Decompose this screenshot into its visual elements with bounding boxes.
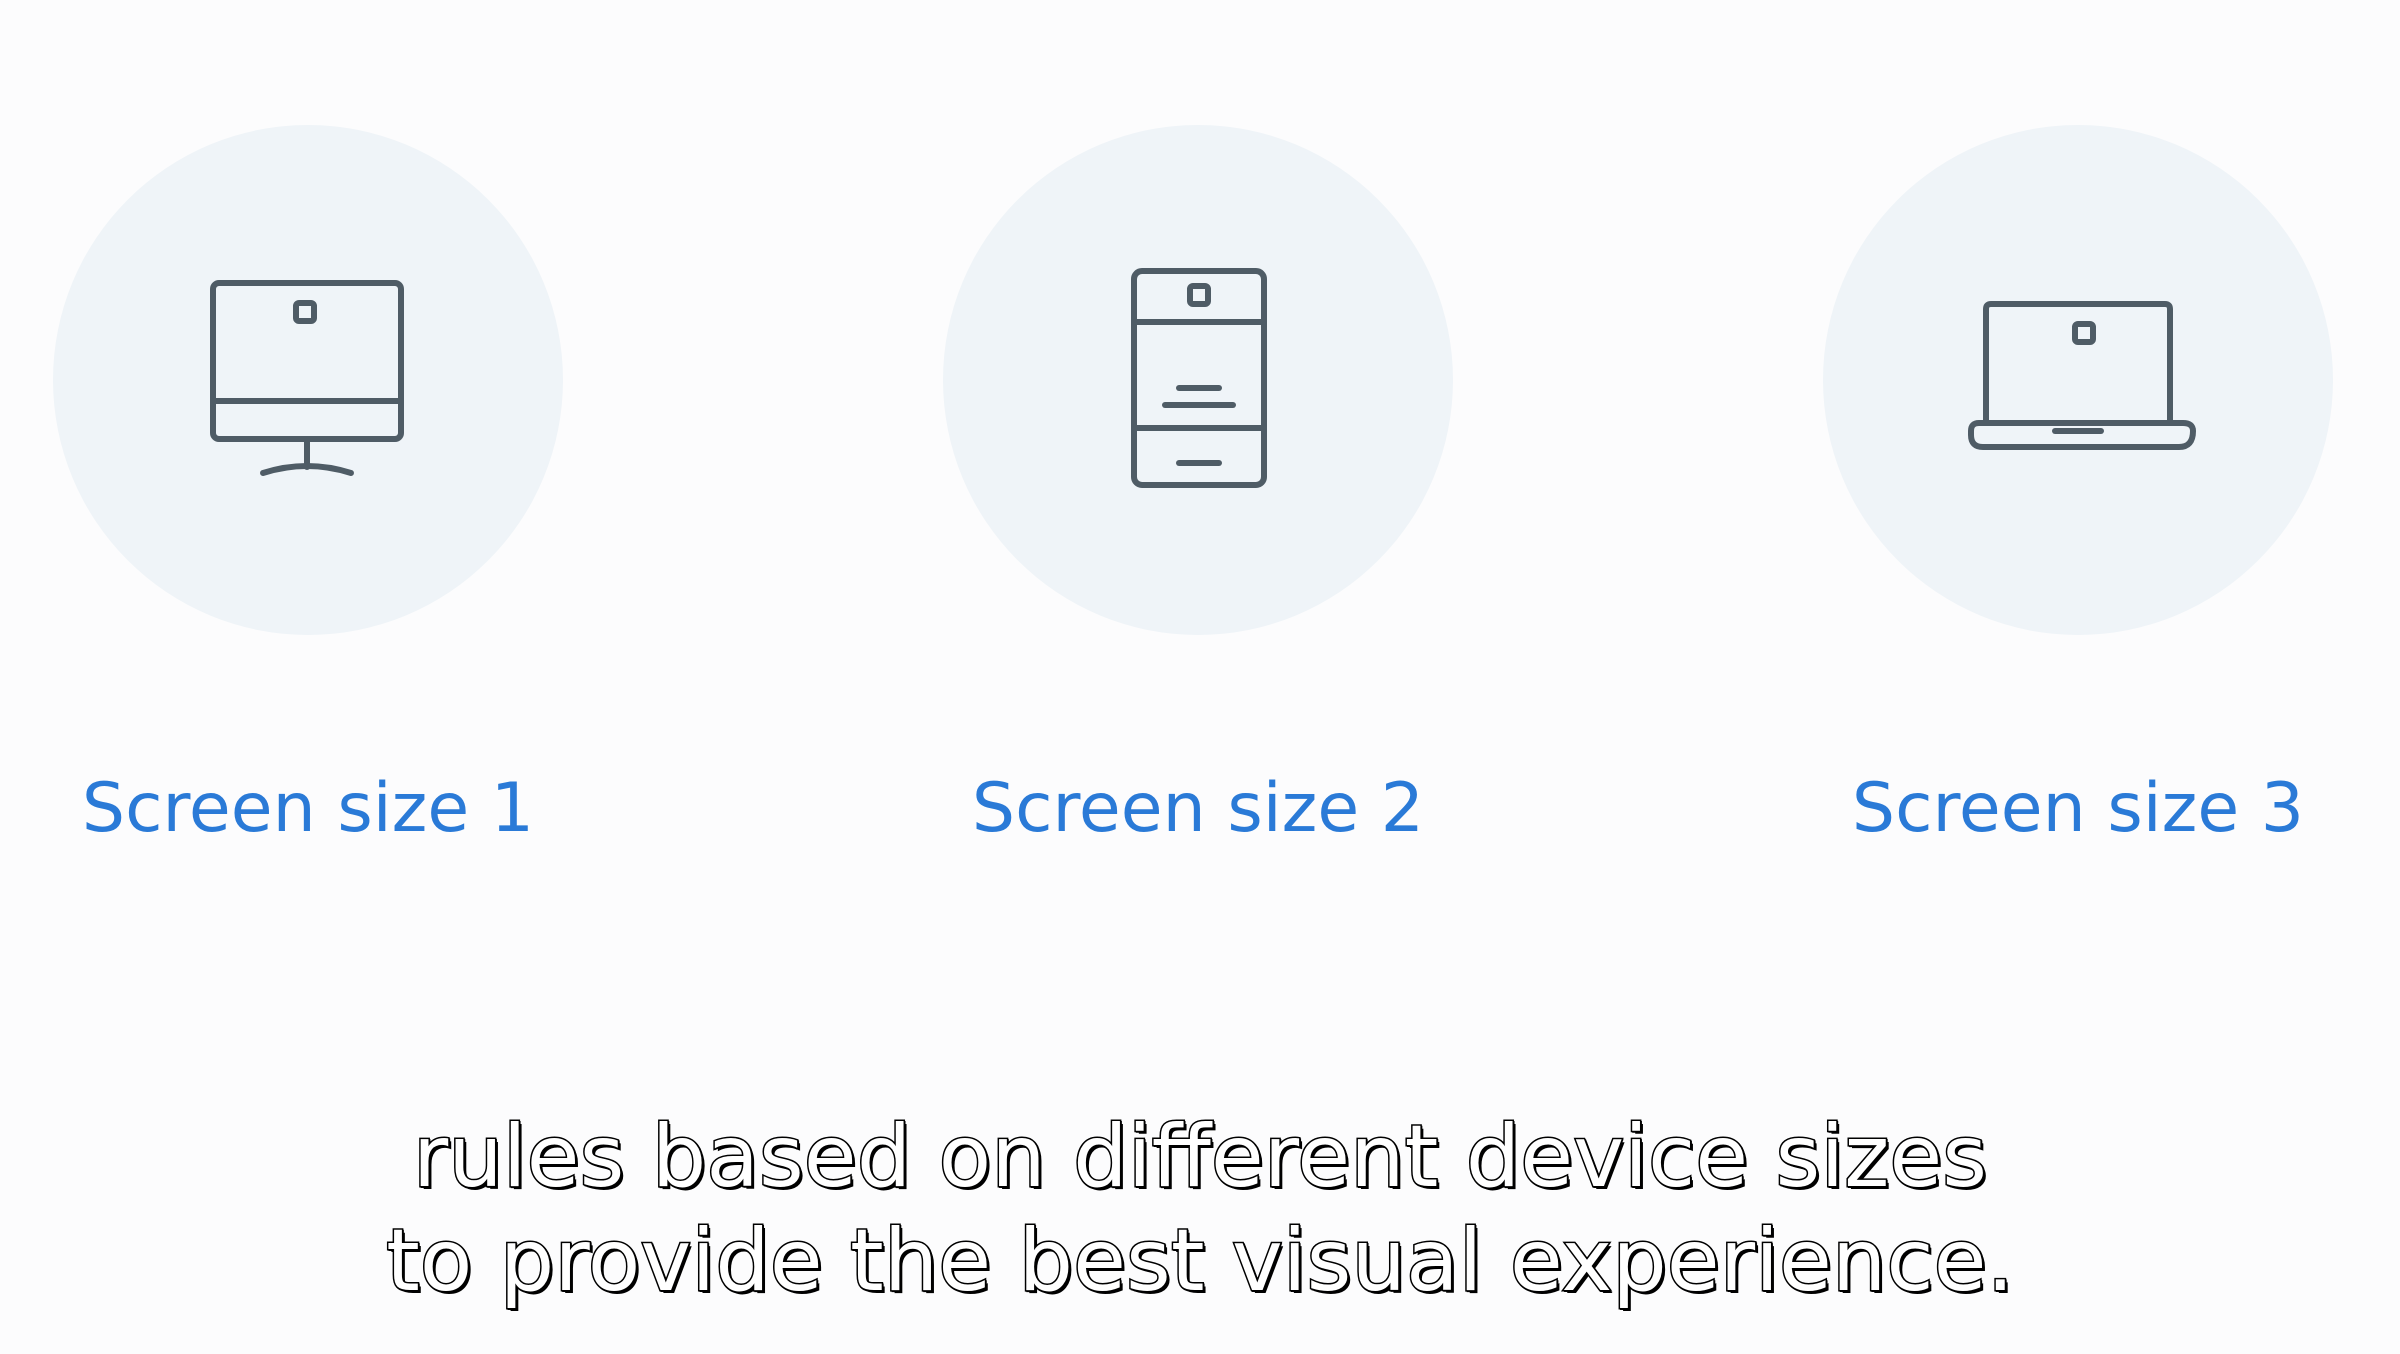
screen-size-2-label: Screen size 2 <box>971 769 1425 848</box>
laptop-icon <box>1968 301 2196 450</box>
device-card-2 <box>943 125 1453 635</box>
subtitle-caption: rules based on different device sizes to… <box>0 1105 2400 1313</box>
caption-line-1: rules based on different device sizes <box>411 1106 1988 1209</box>
tablet-icon <box>1131 268 1267 488</box>
device-circle <box>943 125 1453 635</box>
screen-size-1-label: Screen size 1 <box>81 769 535 848</box>
screen-size-3-label: Screen size 3 <box>1851 769 2305 848</box>
caption-line-2: to provide the best visual experience. <box>385 1210 2016 1313</box>
device-circle <box>1823 125 2333 635</box>
device-circle <box>53 125 563 635</box>
desktop-monitor-icon <box>210 280 404 476</box>
device-card-3 <box>1823 125 2333 635</box>
device-card-1 <box>53 125 563 635</box>
